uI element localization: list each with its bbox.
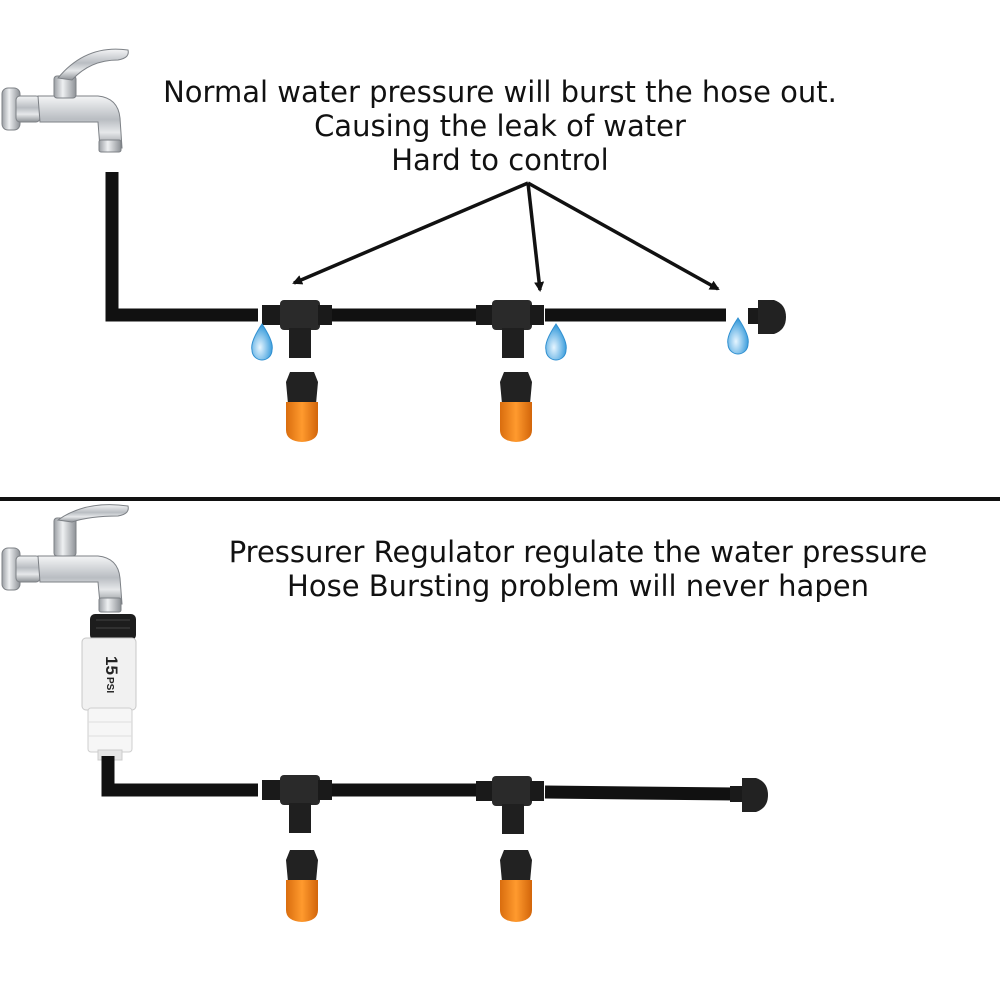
water-drop-icon	[251, 323, 273, 361]
bottom-nozzle-2	[500, 850, 532, 922]
top-faucet-icon	[1, 48, 129, 153]
panel-divider	[0, 497, 1000, 501]
top-end-cap	[748, 300, 786, 334]
water-drop-icon	[545, 323, 567, 361]
regulator-unit: PSI	[104, 677, 115, 693]
bottom-tee-connector-1	[262, 775, 332, 833]
bottom-tee-connector-2	[476, 776, 544, 834]
leak-arrow-2	[526, 182, 545, 292]
leak-arrow-1	[292, 181, 529, 285]
leak-arrow-3	[527, 181, 720, 291]
bottom-caption-line-1: Pressurer Regulator regulate the water p…	[228, 535, 928, 569]
top-caption-line-1: Normal water pressure will burst the hos…	[163, 75, 837, 109]
pressure-regulator: 15 PSI	[81, 614, 137, 761]
top-caption-line-2: Causing the leak of water	[314, 109, 686, 143]
regulator-value: 15	[102, 656, 121, 675]
top-tee-connector-2	[476, 300, 544, 358]
bottom-caption-line-2: Hose Bursting problem will never hapen	[287, 569, 869, 603]
bottom-hose-end	[544, 785, 736, 801]
top-nozzle-2	[500, 372, 532, 442]
bottom-end-cap	[730, 778, 768, 812]
top-nozzle-1	[286, 372, 318, 442]
top-tee-connector-1	[262, 300, 332, 358]
bottom-hose-inlet	[101, 756, 258, 797]
water-drop-icon	[727, 317, 749, 355]
top-caption-line-3: Hard to control	[391, 143, 609, 177]
bottom-faucet-icon	[1, 504, 129, 613]
top-hose-inlet	[105, 172, 258, 322]
bottom-nozzle-1	[286, 850, 318, 922]
